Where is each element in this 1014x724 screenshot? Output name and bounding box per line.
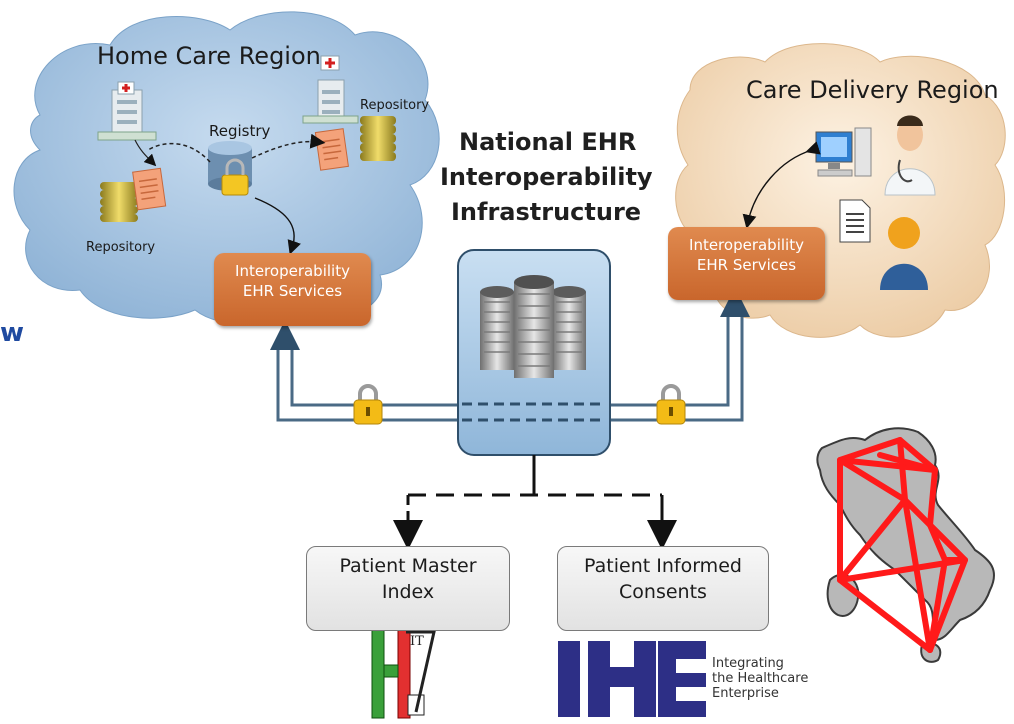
hospital-icon — [97, 81, 157, 141]
care-delivery-region-title: Care Delivery Region — [746, 76, 999, 104]
patient-icon — [880, 217, 928, 290]
patient-master-index-box: Patient Master Index — [306, 546, 510, 631]
ihe-logo-text-mark: IHE — [557, 717, 559, 719]
registry-link-right — [251, 133, 326, 159]
ihe-caption-line-3: Enterprise — [712, 686, 779, 701]
ihe-caption: Integrating the Healthcare Enterprise — [712, 656, 808, 701]
right-services-line-1: Interoperability — [689, 236, 804, 254]
left-pipe — [276, 340, 460, 422]
down-connectors — [393, 455, 677, 550]
home-care-region-title: Home Care Region — [97, 42, 321, 70]
center-title-line-2: Interoperability — [440, 163, 653, 191]
registry-link-left — [147, 142, 211, 163]
pic-line-2: Consents — [619, 581, 707, 603]
repository-left-label: Repository — [86, 240, 156, 255]
repository-top-label: Repository — [360, 98, 430, 113]
doctor-icon — [884, 115, 936, 196]
left-interoperability-services: Interoperability EHR Services — [214, 253, 371, 326]
right-pipe — [610, 310, 744, 422]
document-icon — [839, 199, 871, 243]
svg-text:IHE: IHE — [557, 717, 559, 719]
registry-database-icon — [208, 141, 252, 196]
server-cluster-icon — [480, 275, 586, 378]
hospital-flag-icon — [320, 55, 340, 71]
pmi-line-1: Patient Master — [339, 555, 477, 577]
italy-network-map — [816, 427, 995, 663]
repository-top-icon — [314, 116, 396, 171]
ihe-caption-line-1: Integrating — [712, 656, 784, 671]
left-services-line-2: EHR Services — [242, 282, 343, 300]
hl7-logo: IT — [371, 627, 436, 719]
ihe-caption-line-2: the Healthcare — [712, 671, 809, 686]
pic-line-1: Patient Informed — [584, 555, 742, 577]
center-title-line-3: Infrastructure — [451, 198, 642, 226]
patient-informed-consents-box: Patient Informed Consents — [557, 546, 769, 631]
computer-icon — [815, 127, 872, 177]
center-title-line-1: National EHR — [459, 128, 637, 156]
padlock-left-icon — [353, 384, 383, 425]
registry-to-services-arrow — [254, 197, 301, 255]
left-services-line-1: Interoperability — [235, 262, 350, 280]
ihe-logo — [558, 641, 706, 717]
edge-fragment-text: w — [0, 318, 25, 348]
pmi-line-2: Index — [381, 581, 435, 603]
svg-text:IT: IT — [410, 634, 424, 649]
hospital-icon — [302, 79, 359, 124]
padlock-right-icon — [656, 384, 686, 425]
computer-to-services-arrow — [742, 141, 821, 229]
right-services-line-2: EHR Services — [696, 256, 797, 274]
registry-label: Registry — [209, 122, 271, 140]
right-interoperability-services: Interoperability EHR Services — [668, 227, 825, 300]
hospital-to-repo-arrow — [134, 139, 157, 167]
repository-left-icon — [100, 167, 167, 222]
